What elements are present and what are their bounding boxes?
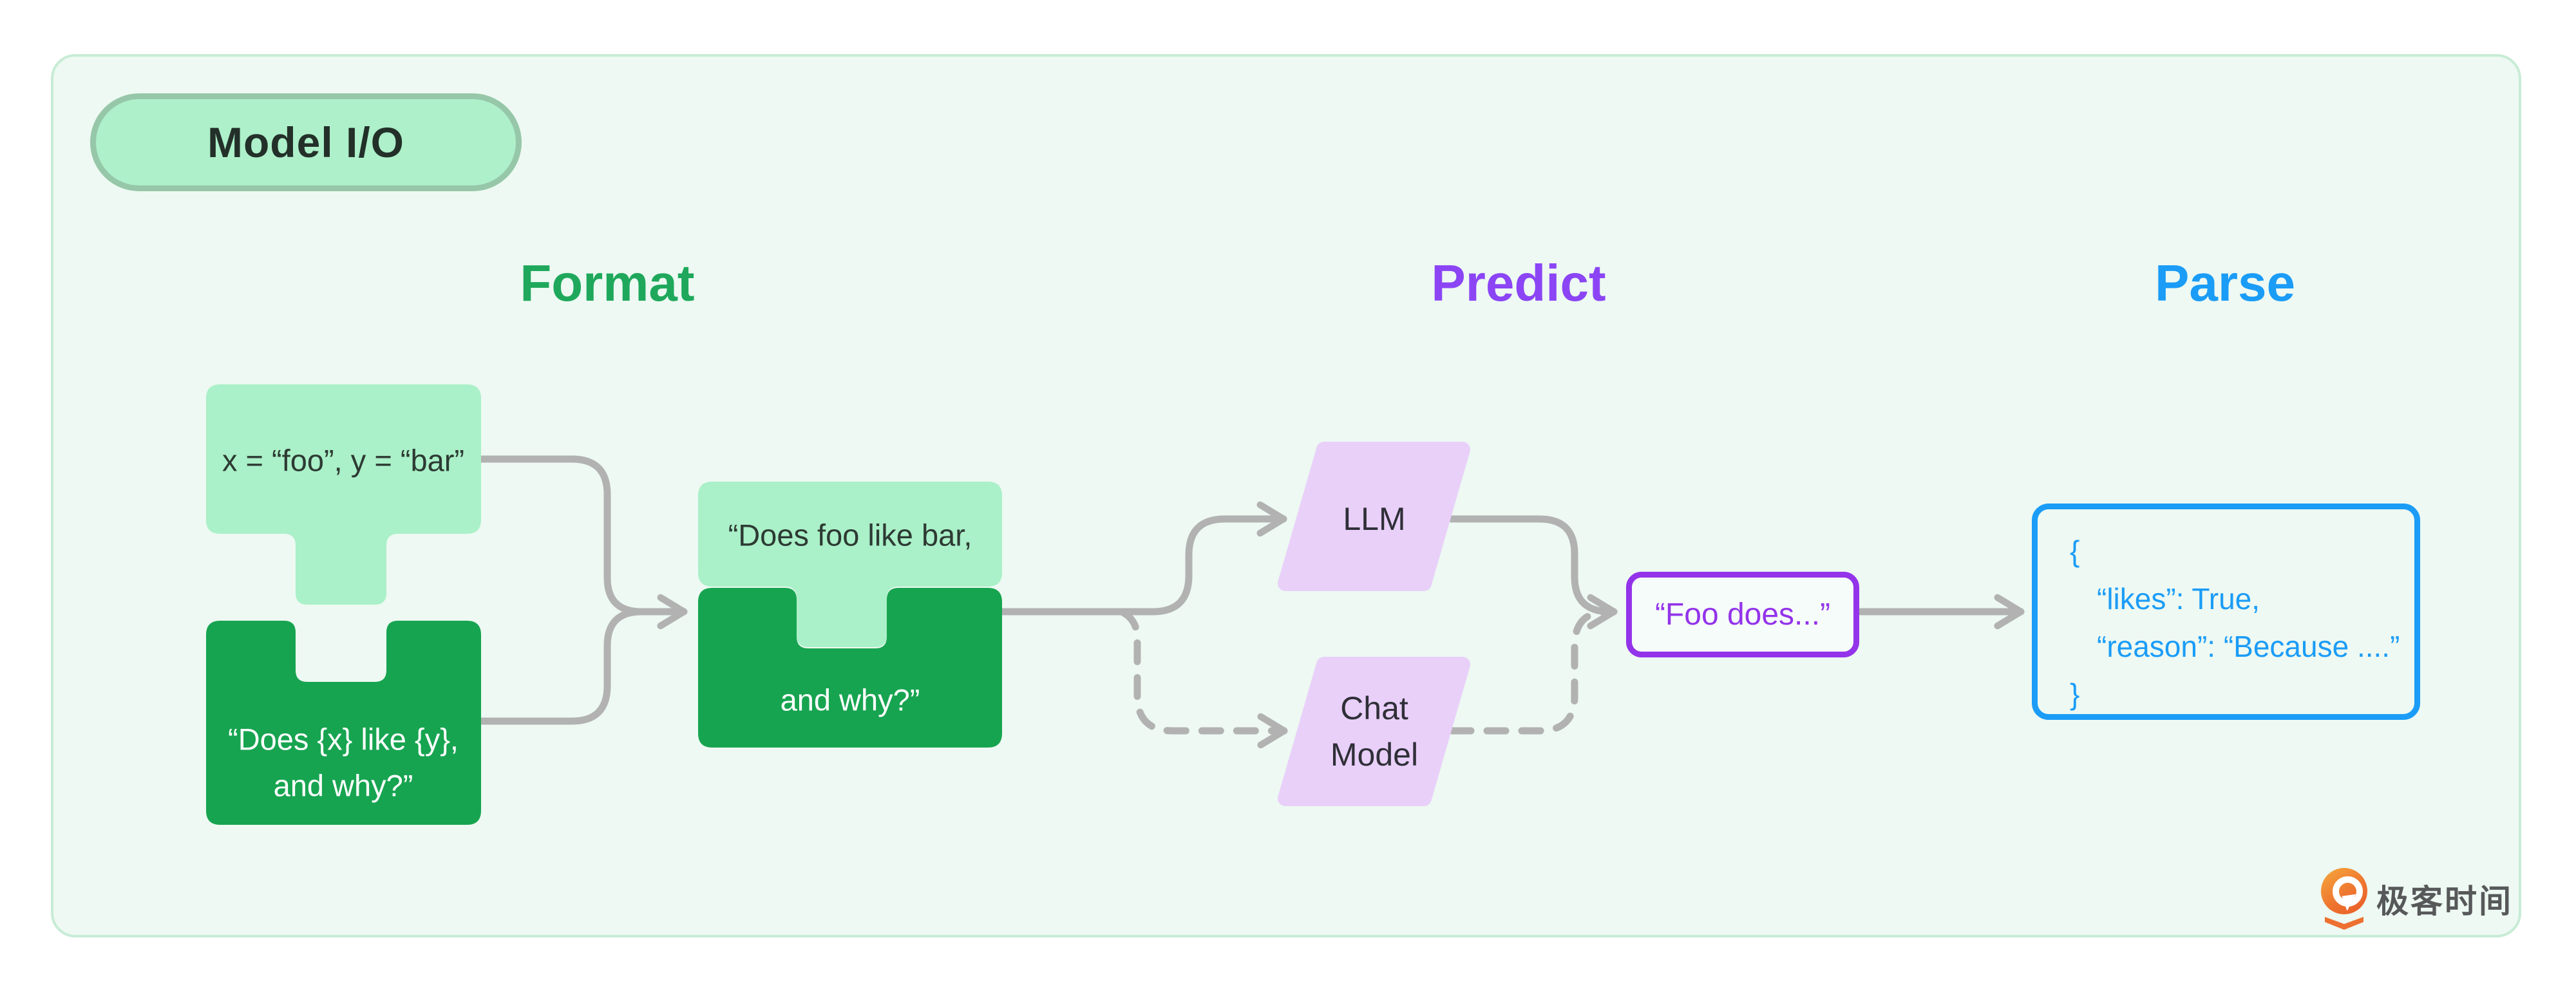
variables-piece-label: x = “foo”, y = “bar”: [222, 443, 465, 478]
geektime-logo: 极客时间: [2318, 868, 2513, 930]
variables-piece: [206, 384, 481, 605]
template-piece: [206, 621, 481, 825]
connector-merged-to-chat-model-dashed: [1120, 609, 1288, 749]
merged-piece-label-line2: and why?”: [780, 683, 920, 717]
geektime-logo-text: 极客时间: [2376, 883, 2513, 919]
template-piece-label-line2: and why?”: [273, 768, 413, 803]
model-io-badge: Model I/O: [90, 93, 522, 191]
merged-piece-top: [698, 482, 1002, 647]
template-piece-label-line1: “Does {x} like {y},: [228, 722, 459, 757]
connector-variables-to-merged: [477, 455, 688, 630]
llm-label: LLM: [1343, 501, 1406, 537]
completion-output-box: “Foo does...”: [1626, 572, 1859, 657]
completion-output-label: “Foo does...”: [1654, 598, 1831, 632]
connector-chat-model-to-output-dashed: [1448, 608, 1611, 735]
model-io-badge-label: Model I/O: [207, 118, 404, 166]
parsed-output-box: { “likes”: True, “reason”: “Because ....…: [2032, 504, 2420, 720]
json-line-open-brace: {: [2070, 534, 2080, 568]
json-line-close-brace: }: [2070, 677, 2080, 711]
column-header-format: Format: [520, 254, 695, 312]
llm-parallelogram: [1278, 442, 1470, 591]
chat-model-label-line2: Model: [1330, 737, 1419, 773]
chat-model-parallelogram: [1278, 657, 1470, 806]
connector-template-to-merged: [477, 608, 645, 725]
column-header-parse: Parse: [2155, 254, 2295, 312]
json-line-likes: “likes”: True,: [2097, 582, 2260, 616]
merged-piece-bottom: [698, 588, 1002, 748]
json-line-reason: “reason”: “Because ....”: [2097, 630, 2400, 663]
connector-llm-to-output: [1448, 515, 1618, 630]
connector-merged-to-llm: [998, 501, 1287, 616]
geektime-logo-icon: [2318, 868, 2370, 930]
merged-piece-label-line1: “Does foo like bar,: [728, 518, 972, 552]
logo-pin-tail: [2325, 917, 2363, 930]
chat-model-label-line1: Chat: [1340, 690, 1408, 726]
column-header-predict: Predict: [1431, 254, 1606, 312]
